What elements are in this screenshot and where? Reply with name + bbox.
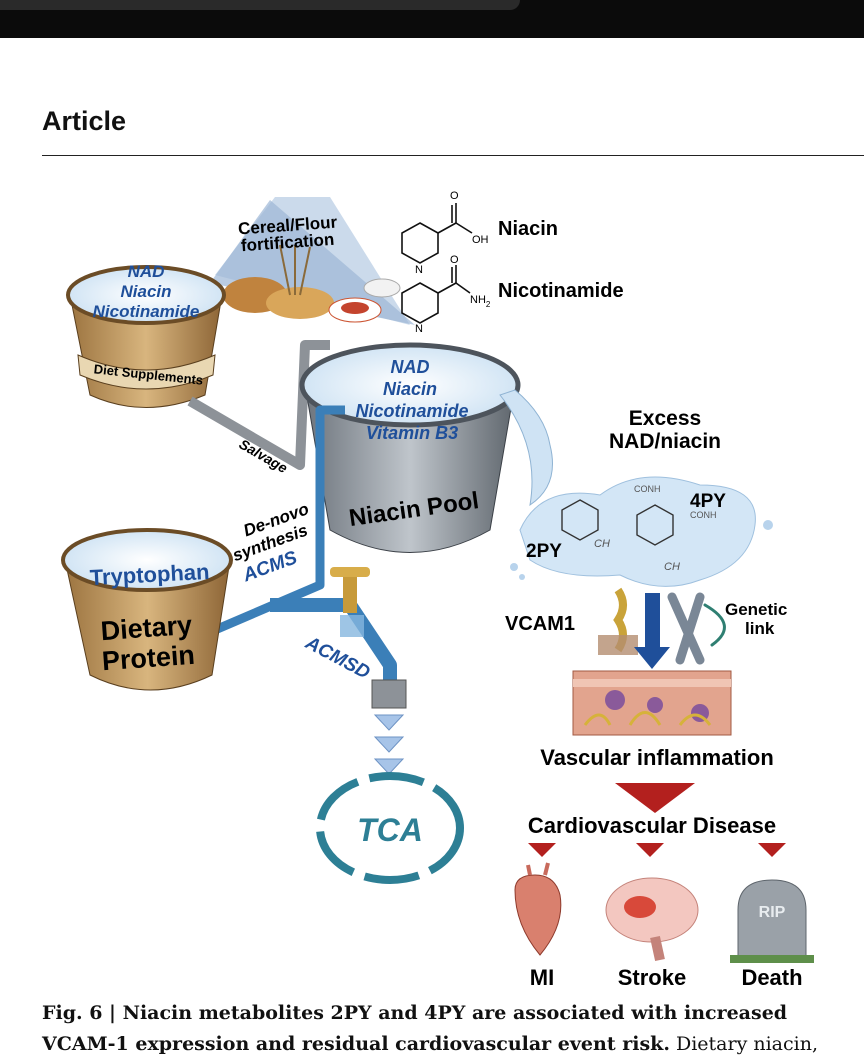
header-rule <box>42 155 864 156</box>
excess-line1: Excess <box>629 407 701 430</box>
url-bar[interactable] <box>0 0 520 10</box>
py4-label: 4PY <box>690 491 726 512</box>
down-arrow-blue <box>634 593 670 669</box>
nh2-label: NH2 <box>470 294 491 309</box>
death-label: Death <box>741 965 802 990</box>
red-arrow-mi <box>528 843 556 857</box>
brain-icon <box>605 877 699 962</box>
supp-nad: NAD <box>128 262 165 281</box>
mi-label: MI <box>530 965 554 990</box>
caption-rest: Dietary niacin, <box>669 1033 818 1055</box>
denovo-pipe <box>213 405 345 635</box>
oh-label: OH <box>472 234 489 246</box>
tca-label: TCA <box>357 812 423 848</box>
red-arrow-death <box>758 843 786 857</box>
diet-tub <box>61 528 233 691</box>
metabolite-splash <box>510 476 773 587</box>
tca-cycle <box>316 772 464 884</box>
tombstone-icon <box>730 879 814 963</box>
genetic-line1: Genetic <box>725 600 787 619</box>
oxygen-label-2: O <box>450 254 459 266</box>
niacin-figure: Cereal/Flour fortification O N OH Niacin… <box>61 190 814 990</box>
rip-label: RIP <box>759 904 786 921</box>
section-title: Article <box>42 106 127 136</box>
figure-caption: Fig. 6 | Niacin metabolites 2PY and 4PY … <box>42 998 842 1060</box>
vascular-label: Vascular inflammation <box>540 745 774 770</box>
supp-nicotinamide: Nicotinamide <box>93 302 200 321</box>
pool-vitamin: Vitamin B3 <box>366 423 458 443</box>
genetic-line2: link <box>745 619 775 638</box>
pool-nicotinamide: Nicotinamide <box>355 401 468 421</box>
pool-niacin: Niacin <box>383 379 437 399</box>
red-arrow-stroke <box>636 843 664 857</box>
protein-label: Protein <box>101 640 196 676</box>
conh2-label-a: CONH <box>634 484 661 494</box>
nitrogen-label-2: N <box>415 323 423 335</box>
faucet-icon <box>330 567 370 637</box>
vcam1-label: VCAM1 <box>505 613 575 635</box>
ch3-label-b: CH <box>664 561 680 573</box>
salvage-pipe <box>187 340 330 470</box>
conh2-label-b: CONH <box>690 510 717 520</box>
ch3-label-a: CH <box>594 538 610 550</box>
oxygen-label: O <box>450 190 459 202</box>
caption-bold: Fig. 6 | Niacin metabolites 2PY and 4PY … <box>42 1002 788 1055</box>
niacin-structure <box>401 203 473 264</box>
big-red-arrow <box>615 783 695 813</box>
nicotinamide-label: Nicotinamide <box>498 280 624 302</box>
nicotinamide-structure <box>401 265 471 324</box>
chromosome-icon <box>667 592 726 665</box>
heart-icon <box>514 862 562 956</box>
drain-arrows <box>371 679 407 775</box>
top-bar <box>0 0 864 38</box>
niacin-label: Niacin <box>498 218 558 240</box>
stroke-label: Stroke <box>618 965 686 990</box>
supp-niacin: Niacin <box>120 282 171 301</box>
cvd-label: Cardiovascular Disease <box>528 813 776 838</box>
pool-nad: NAD <box>391 357 430 377</box>
vessel-icon <box>572 670 732 736</box>
nitrogen-label: N <box>415 264 423 276</box>
niacin-pool-tub <box>299 342 553 553</box>
pyramid-icon <box>210 197 415 325</box>
acmsd-label: ACMSD <box>301 632 373 684</box>
supplement-tub <box>66 265 226 408</box>
vcam1-protein <box>598 587 638 655</box>
excess-line2: NAD/niacin <box>609 430 721 453</box>
dietary-label: Dietary <box>100 610 193 646</box>
py2-label: 2PY <box>526 541 562 562</box>
